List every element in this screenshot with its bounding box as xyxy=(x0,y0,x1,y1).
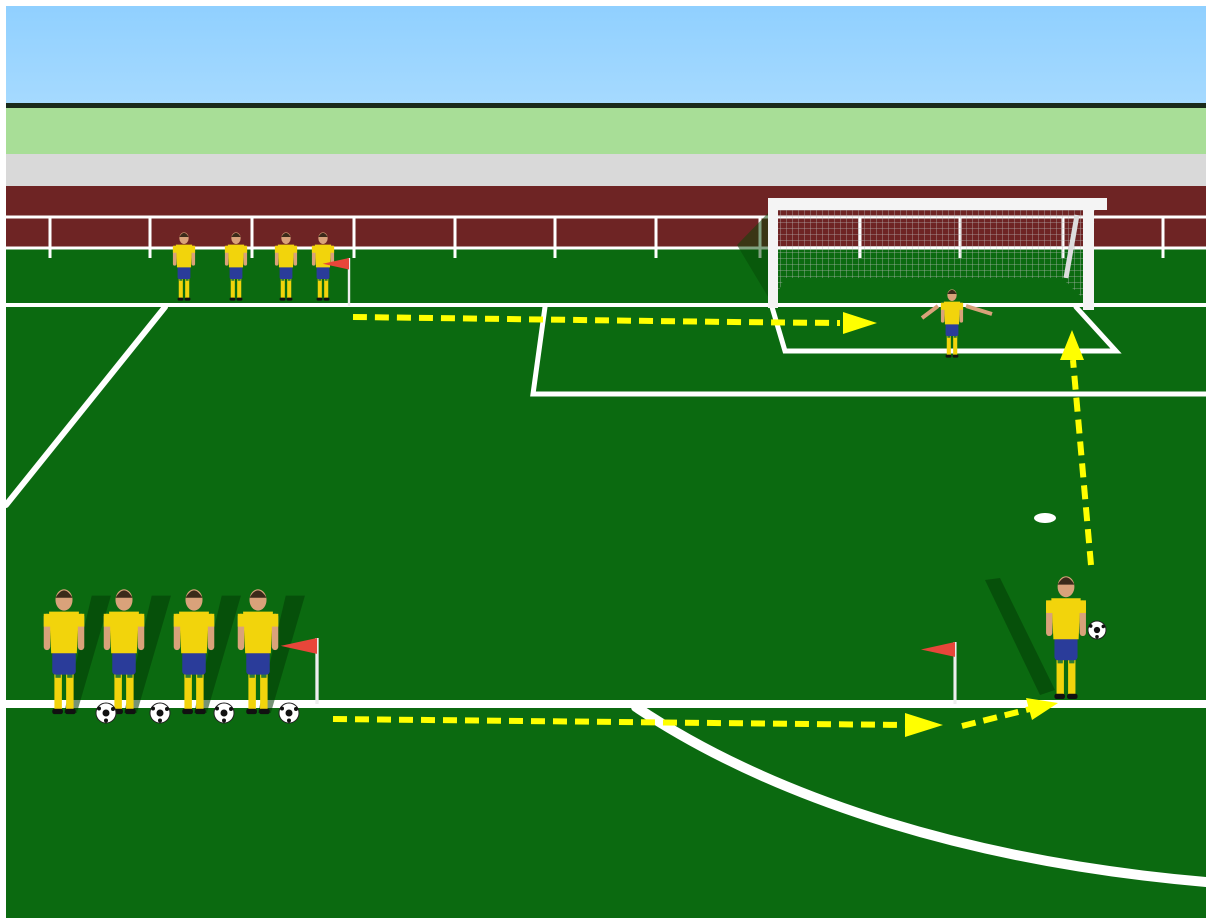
grandstand xyxy=(6,154,1206,186)
sky-horizon-line xyxy=(6,103,1206,108)
far-grass xyxy=(6,108,1206,154)
penalty-spot xyxy=(1034,513,1056,523)
soccer-ball-icon xyxy=(1088,621,1106,639)
sky xyxy=(6,6,1206,106)
soccer-ball-icon xyxy=(96,703,116,723)
soccer-ball-icon xyxy=(150,703,170,723)
soccer-ball-icon xyxy=(214,703,234,723)
soccer-ball-icon xyxy=(279,703,299,723)
